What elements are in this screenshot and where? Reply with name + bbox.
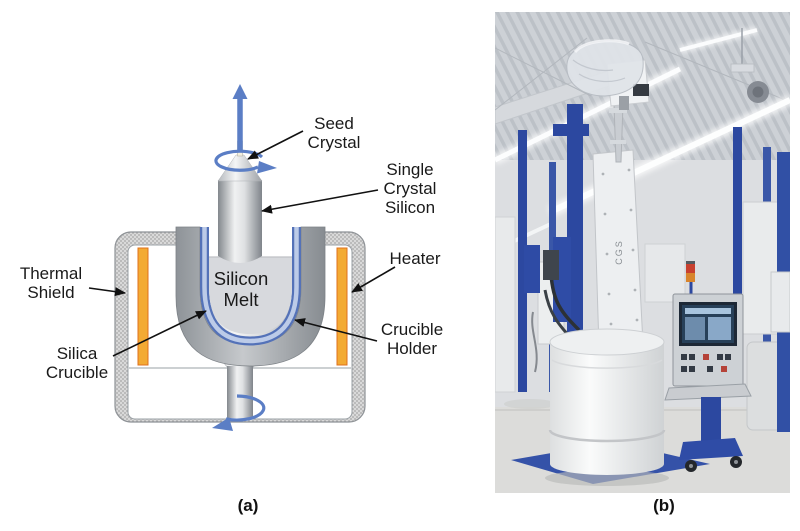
heater-arrow: [351, 266, 396, 293]
vacuum-hose: [549, 273, 581, 332]
silica-crucible-label: Silica Crucible: [45, 344, 109, 382]
light-strip: [679, 28, 758, 52]
thermal-shield-label: Thermal Shield: [19, 264, 83, 302]
single-crystal-arrow: [261, 189, 379, 214]
pull-up-arrow-head: [232, 84, 248, 99]
crucible-rotation-arc: [225, 394, 266, 422]
panel-a-caption: (a): [237, 496, 259, 515]
silica-crucible-inner: [202, 227, 299, 344]
screen-titlebar: [685, 308, 731, 314]
growth-vessel-body: [550, 342, 664, 464]
rod-flange: [610, 140, 626, 144]
vessel-floor-shadow: [545, 470, 669, 486]
signal-lamp-orange: [686, 273, 695, 282]
light-strip: [548, 97, 790, 215]
single-crystal-silicon-label: Single Crystal Silicon: [383, 160, 437, 217]
thermal-shield-arrow: [88, 287, 126, 297]
crucible-holder-label: Crucible Holder: [380, 320, 444, 358]
background-machines-right: [733, 127, 790, 432]
pedestal-foot: [679, 438, 743, 460]
crystal-puller-photo: CGS: [495, 12, 790, 493]
keyboard-tray: [664, 383, 752, 401]
silicon-melt-shape: [209, 257, 292, 334]
background-cabinet: [644, 243, 686, 303]
crucible-holder-arrow: [294, 318, 378, 342]
heater-left-bar: [137, 247, 149, 366]
screen-pane: [708, 317, 731, 340]
czochralski-diagram: [88, 84, 396, 431]
clamp-block: [543, 250, 559, 280]
silica-crucible-arrow: [112, 310, 207, 357]
crucible-rotation-arrow-head: [212, 417, 233, 431]
lower-shaft: [227, 366, 253, 418]
ceiling-vent-inner: [752, 86, 764, 98]
column-bolts: [601, 168, 639, 326]
crystal-rotation-arrow-head: [257, 161, 277, 174]
control-station: [664, 261, 752, 472]
growth-vessel-lid: [549, 328, 665, 356]
head-camera-box: [633, 84, 649, 96]
label-arrows: [88, 130, 396, 357]
dome-wrinkles: [572, 59, 626, 83]
vessel-seam: [551, 359, 663, 369]
machine-brand-text: CGS: [614, 239, 624, 265]
caster-hub: [689, 464, 693, 468]
seed-crystal-label: Seed Crystal: [307, 114, 361, 152]
heater-right-bar: [336, 247, 348, 366]
seed-crystal-arrow: [247, 130, 304, 160]
silicon-melt-label: Silicon Melt: [213, 268, 269, 310]
light-fixture: [730, 63, 755, 73]
heater-label: Heater: [389, 249, 441, 268]
screen-pane: [685, 317, 705, 340]
growth-vessel-bottom: [550, 453, 664, 475]
panel-b-photo: CGS: [495, 12, 790, 493]
panel-buttons: [681, 354, 731, 372]
signal-lamp-cap: [686, 261, 695, 264]
signal-lamp-red: [686, 264, 695, 273]
rod-flange: [609, 108, 627, 113]
crystal-shoulder-cone: [217, 154, 263, 182]
panel-b-caption: (b): [653, 496, 675, 515]
single-crystal-shape: [218, 180, 262, 263]
machine-blue-arm: [553, 124, 589, 136]
crystal-puller-machine: CGS: [543, 39, 666, 475]
caster-hub: [734, 460, 738, 464]
dome-highlight: [573, 39, 630, 54]
pedestal-column: [701, 397, 721, 442]
head-cylinder: [619, 96, 629, 110]
vessel-groove: [548, 429, 666, 443]
